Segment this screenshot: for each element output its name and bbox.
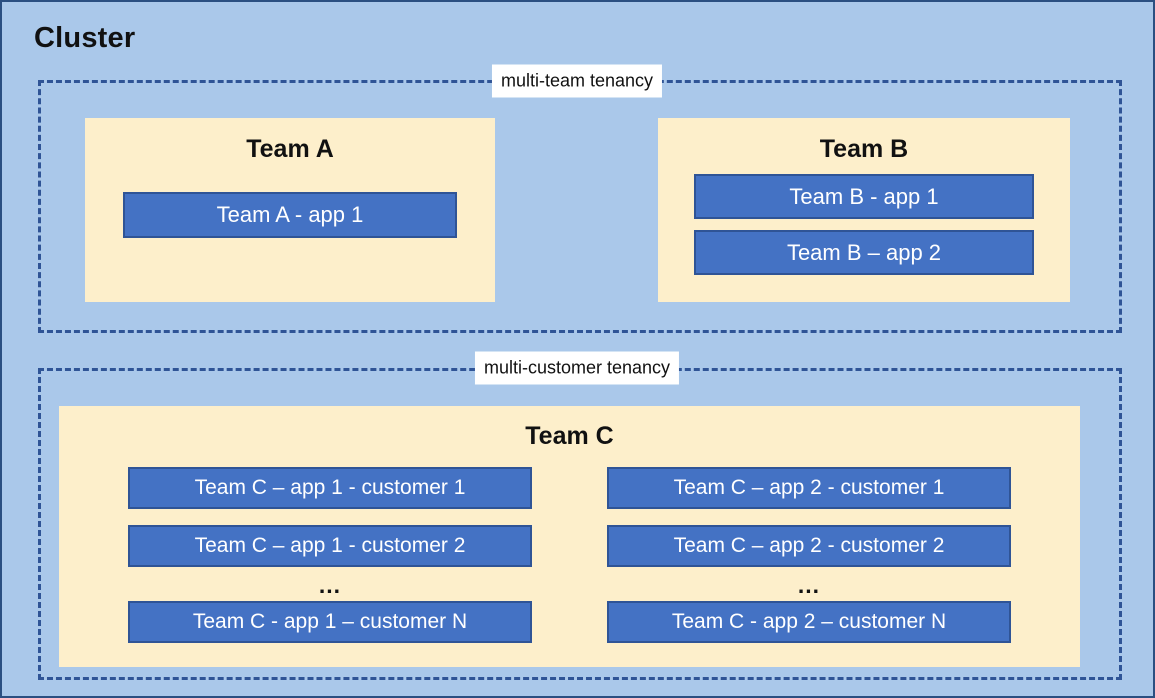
app-box-team-a-app-1[interactable]: Team A - app 1 bbox=[123, 192, 457, 238]
app-box-team-b-app-2[interactable]: Team B – app 2 bbox=[694, 230, 1034, 275]
app-box-team-b-app-1[interactable]: Team B - app 1 bbox=[694, 174, 1034, 219]
app-box-team-c-app-1-customer-1[interactable]: Team C – app 1 - customer 1 bbox=[128, 467, 532, 509]
app-column-team-c-app-2: Team C – app 2 - customer 1 Team C – app… bbox=[607, 467, 1011, 643]
app-box-team-c-app-1-customer-2[interactable]: Team C – app 1 - customer 2 bbox=[128, 525, 532, 567]
team-panel-team-c: Team C Team C – app 1 - customer 1 Team … bbox=[59, 406, 1080, 667]
page-title: Cluster bbox=[34, 22, 136, 54]
zone-label-multi-customer-tenancy: multi-customer tenancy bbox=[474, 351, 680, 385]
ellipsis-team-c-app-2: ... bbox=[797, 572, 821, 598]
team-title-team-c: Team C bbox=[525, 422, 614, 450]
app-list-team-b: Team B - app 1 Team B – app 2 bbox=[694, 174, 1034, 275]
team-title-team-b: Team B bbox=[819, 135, 909, 163]
app-box-team-c-app-1-customer-n[interactable]: Team C - app 1 – customer N bbox=[128, 601, 532, 643]
app-column-team-c-app-1: Team C – app 1 - customer 1 Team C – app… bbox=[128, 467, 532, 643]
app-columns-team-c: Team C – app 1 - customer 1 Team C – app… bbox=[59, 467, 1080, 643]
zone-label-multi-team-tenancy: multi-team tenancy bbox=[491, 64, 663, 98]
app-box-team-c-app-2-customer-n[interactable]: Team C - app 2 – customer N bbox=[607, 601, 1011, 643]
app-box-team-c-app-2-customer-2[interactable]: Team C – app 2 - customer 2 bbox=[607, 525, 1011, 567]
team-panel-team-b: Team B Team B - app 1 Team B – app 2 bbox=[658, 118, 1070, 302]
team-title-team-a: Team A bbox=[246, 135, 334, 163]
app-list-team-a: Team A - app 1 bbox=[123, 192, 457, 238]
app-box-team-c-app-2-customer-1[interactable]: Team C – app 2 - customer 1 bbox=[607, 467, 1011, 509]
team-panel-team-a: Team A Team A - app 1 bbox=[85, 118, 495, 302]
ellipsis-team-c-app-1: ... bbox=[318, 572, 342, 598]
